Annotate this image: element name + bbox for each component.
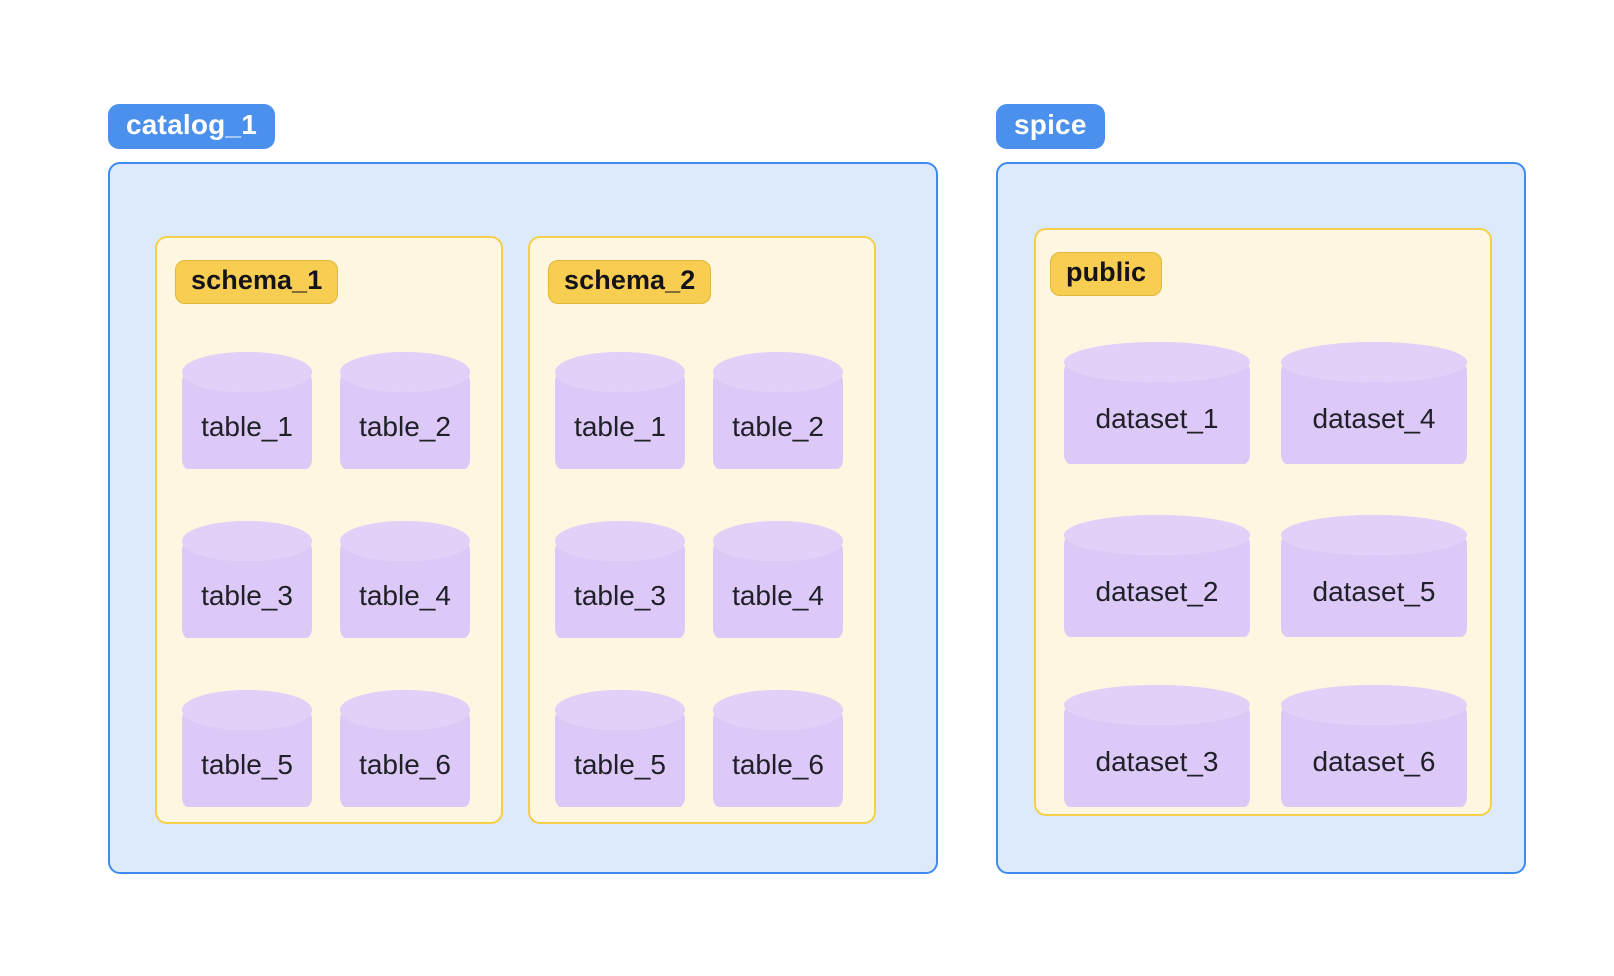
schema-badge-schema_2[interactable]: schema_2 bbox=[548, 260, 712, 304]
cylinder-label: table_3 bbox=[201, 579, 293, 611]
schema-panel-schema_1: schema_1 table_1 table_2 table_3 bbox=[155, 236, 503, 824]
dataset-cylinder[interactable]: dataset_1 bbox=[1064, 342, 1250, 464]
catalog-badge-spice[interactable]: spice bbox=[996, 104, 1105, 149]
table-cylinder[interactable]: table_2 bbox=[713, 352, 843, 469]
table-cylinder[interactable]: table_3 bbox=[555, 521, 685, 638]
table-cylinder[interactable]: table_6 bbox=[340, 690, 470, 807]
cylinder-cap-ellipse bbox=[340, 352, 470, 392]
catalog-panel-spice: public dataset_1 dataset_4 dataset_2 bbox=[996, 162, 1526, 874]
cylinder-cap-ellipse bbox=[555, 690, 685, 730]
catalog-panel-catalog_1: schema_1 table_1 table_2 table_3 bbox=[108, 162, 938, 874]
cylinder-cap-ellipse bbox=[1064, 685, 1250, 725]
cylinder-cap-ellipse bbox=[1064, 342, 1250, 382]
cylinder-cap-ellipse bbox=[182, 352, 312, 392]
catalog-group-catalog_1: catalog_1 schema_1 table_1 table_2 t bbox=[108, 104, 938, 874]
cylinder-cap-ellipse bbox=[340, 690, 470, 730]
table-cylinder[interactable]: table_6 bbox=[713, 690, 843, 807]
cylinder-label: table_1 bbox=[574, 410, 666, 442]
dataset-cylinder[interactable]: dataset_4 bbox=[1281, 342, 1467, 464]
cylinder-label: table_4 bbox=[359, 579, 451, 611]
cylinder-label: table_4 bbox=[732, 579, 824, 611]
cylinder-cap-ellipse bbox=[713, 521, 843, 561]
cylinder-cap-ellipse bbox=[340, 521, 470, 561]
dataset-cylinder[interactable]: dataset_2 bbox=[1064, 515, 1250, 637]
cylinder-label: table_3 bbox=[574, 579, 666, 611]
table-cylinder[interactable]: table_1 bbox=[555, 352, 685, 469]
table-cylinder[interactable]: table_4 bbox=[340, 521, 470, 638]
schema-panel-public: public dataset_1 dataset_4 dataset_2 bbox=[1034, 228, 1492, 816]
cylinder-cap-ellipse bbox=[1281, 515, 1467, 555]
cylinder-cap-ellipse bbox=[1281, 685, 1467, 725]
table-cylinder[interactable]: table_5 bbox=[555, 690, 685, 807]
schema-badge-schema_1[interactable]: schema_1 bbox=[175, 260, 339, 304]
schema-badge-public[interactable]: public bbox=[1050, 252, 1163, 296]
cylinder-label: dataset_3 bbox=[1095, 746, 1219, 777]
cylinder-label: table_5 bbox=[201, 748, 293, 780]
cylinder-cap-ellipse bbox=[555, 521, 685, 561]
cylinder-label: table_2 bbox=[732, 410, 824, 442]
catalog-badge-catalog_1[interactable]: catalog_1 bbox=[108, 104, 275, 149]
cylinder-label: dataset_4 bbox=[1312, 403, 1436, 434]
table-cylinder[interactable]: table_4 bbox=[713, 521, 843, 638]
cylinder-label: dataset_5 bbox=[1312, 576, 1436, 607]
cylinder-cap-ellipse bbox=[555, 352, 685, 392]
table-cylinder[interactable]: table_2 bbox=[340, 352, 470, 469]
catalog-group-spice: spice public dataset_1 dataset_4 dat bbox=[996, 104, 1526, 874]
table-cylinder[interactable]: table_3 bbox=[182, 521, 312, 638]
cylinder-cap-ellipse bbox=[713, 352, 843, 392]
cylinder-label: table_6 bbox=[732, 748, 824, 780]
cylinder-cap-ellipse bbox=[182, 690, 312, 730]
cylinder-label: table_6 bbox=[359, 748, 451, 780]
cylinder-cap-ellipse bbox=[713, 690, 843, 730]
cylinder-label: dataset_2 bbox=[1095, 576, 1219, 607]
table-cylinder[interactable]: table_1 bbox=[182, 352, 312, 469]
dataset-cylinder[interactable]: dataset_3 bbox=[1064, 685, 1250, 807]
cylinder-cap-ellipse bbox=[1281, 342, 1467, 382]
cylinder-label: dataset_1 bbox=[1095, 403, 1219, 434]
cylinder-label: table_2 bbox=[359, 410, 451, 442]
dataset-cylinder[interactable]: dataset_5 bbox=[1281, 515, 1467, 637]
table-cylinder[interactable]: table_5 bbox=[182, 690, 312, 807]
dataset-cylinder[interactable]: dataset_6 bbox=[1281, 685, 1467, 807]
cylinder-label: table_1 bbox=[201, 410, 293, 442]
cylinder-cap-ellipse bbox=[1064, 515, 1250, 555]
cylinder-cap-ellipse bbox=[182, 521, 312, 561]
cylinder-label: dataset_6 bbox=[1312, 746, 1436, 777]
cylinder-label: table_5 bbox=[574, 748, 666, 780]
schema-panel-schema_2: schema_2 table_1 table_2 table_3 bbox=[528, 236, 876, 824]
